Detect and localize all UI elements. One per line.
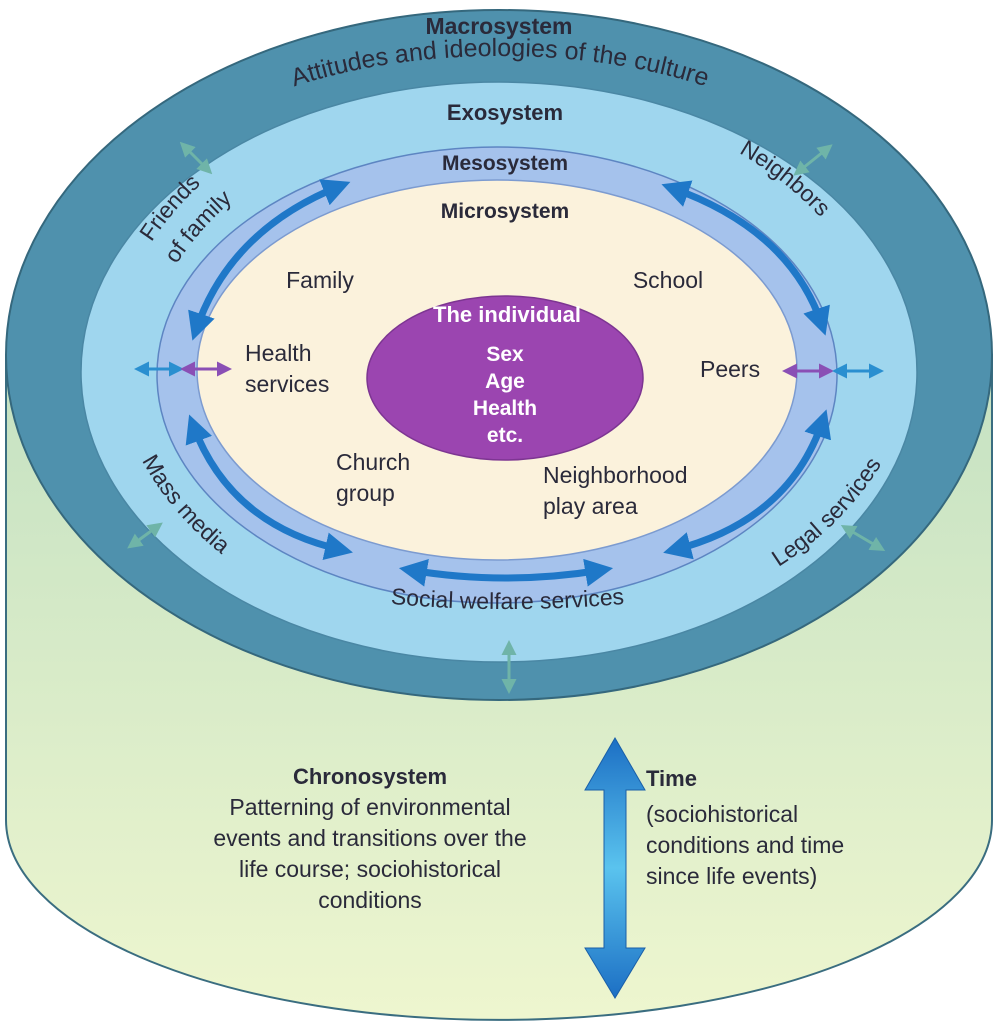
- chronosystem-line-3: life course; sociohistorical: [239, 856, 501, 882]
- time-title: Time: [646, 766, 697, 791]
- exo-social-welfare: Social welfare services: [390, 583, 625, 614]
- chronosystem-line-2: events and transitions over the: [213, 825, 526, 851]
- meso-arrow-top-right: [661, 180, 830, 336]
- microsystem-title: Microsystem: [441, 200, 569, 223]
- micro-neighborhood-2: play area: [543, 493, 638, 519]
- micro-family: Family: [286, 267, 354, 293]
- micro-health-2: services: [245, 371, 329, 397]
- time-line-1: (sociohistorical: [646, 801, 798, 827]
- time-line-2: conditions and time: [646, 832, 844, 858]
- individual-trait-health: Health: [473, 397, 537, 420]
- arrow-legal: [840, 524, 886, 552]
- mesosystem-title: Mesosystem: [442, 152, 568, 175]
- micro-church-1: Church: [336, 449, 410, 475]
- individual-trait-sex: Sex: [486, 343, 524, 366]
- arrow-mass-media: [127, 522, 163, 549]
- exo-macro-arrows: [127, 141, 886, 694]
- micro-school: School: [633, 267, 703, 293]
- individual-title: The individual: [433, 302, 581, 327]
- chronosystem-line-4: conditions: [318, 887, 422, 913]
- exosystem-title: Exosystem: [447, 100, 563, 125]
- individual-trait-etc: etc.: [487, 424, 523, 447]
- chronosystem-line-1: Patterning of environmental: [229, 794, 510, 820]
- arrow-friends: [179, 141, 213, 175]
- micro-neighborhood-1: Neighborhood: [543, 462, 688, 488]
- meso-arrow-top-left: [188, 179, 351, 341]
- individual-circle: [366, 295, 644, 461]
- meso-arrow-bottom-left: [185, 414, 353, 560]
- meso-arrow-bottom-center: [398, 558, 614, 587]
- chronosystem-title: Chronosystem: [293, 764, 447, 789]
- time-arrow: [584, 736, 646, 999]
- arrow-neighbors: [793, 144, 833, 176]
- mesosystem-arrows: [185, 179, 832, 587]
- micro-health-1: Health: [245, 340, 311, 366]
- time-line-3: since life events): [646, 863, 817, 889]
- individual-trait-age: Age: [485, 370, 525, 393]
- meso-arrow-bottom-right: [663, 409, 832, 560]
- svg-text:Social welfare services: Social welfare services: [390, 583, 625, 614]
- micro-peers: Peers: [700, 356, 760, 382]
- micro-church-2: group: [336, 480, 395, 506]
- macrosystem-title: Macrosystem: [425, 13, 572, 39]
